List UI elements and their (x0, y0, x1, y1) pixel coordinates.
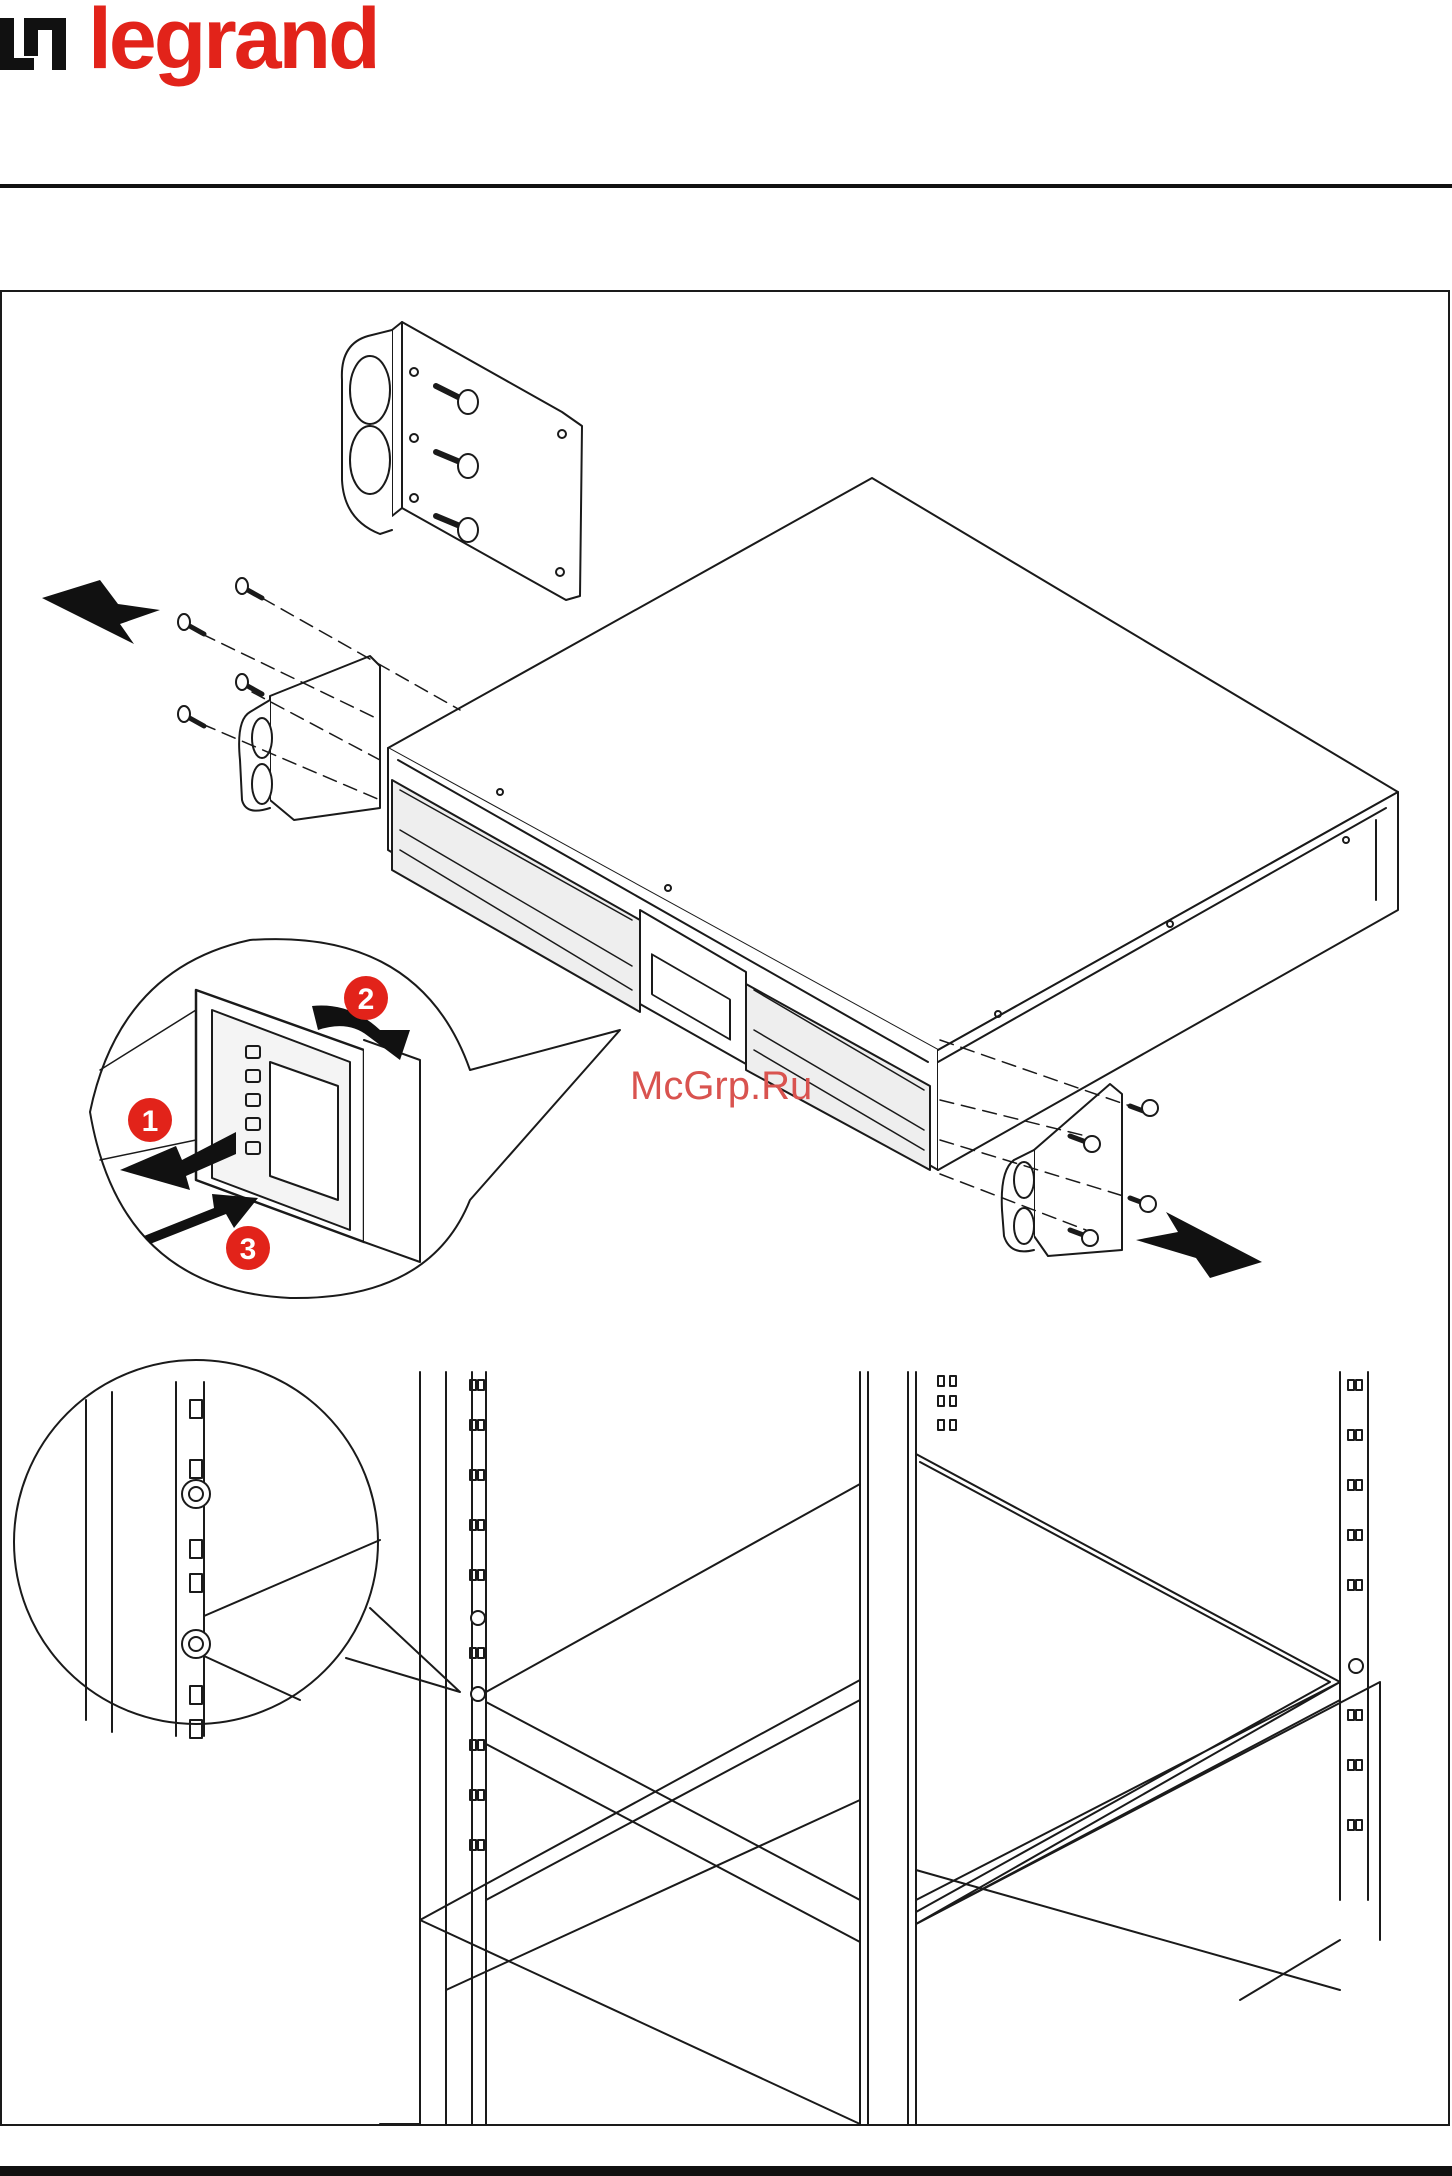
black-push-arrow-icon (42, 580, 160, 644)
watermark: McGrp.Ru (630, 1064, 812, 1109)
black-push-arrow-icon (1136, 1212, 1262, 1278)
rail-holes-rear (938, 1376, 956, 1430)
screw-icon (236, 674, 262, 694)
rack-ear-left (239, 656, 380, 820)
screw-icon (1130, 1196, 1156, 1212)
step-badge-3: 3 (226, 1226, 270, 1270)
step-badge-2: 2 (344, 976, 388, 1020)
rail-holes-right (1348, 1380, 1362, 1830)
step-badge-1: 1 (128, 1098, 172, 1142)
cage-nut-icon (182, 1480, 210, 1508)
screws-left (178, 578, 262, 726)
screw-icon (178, 614, 204, 634)
footer-rule (0, 2166, 1452, 2176)
step-number: 3 (240, 1233, 257, 1266)
step-number: 1 (142, 1105, 159, 1138)
screw-icon (1130, 1100, 1158, 1116)
rack-cabinet (380, 1372, 1380, 2124)
zoom-cage-nut-detail (14, 1360, 460, 1738)
screw-icon (178, 706, 204, 726)
cage-nut-icon (182, 1630, 210, 1658)
step-number: 2 (358, 983, 375, 1016)
screw-icon (236, 578, 262, 598)
